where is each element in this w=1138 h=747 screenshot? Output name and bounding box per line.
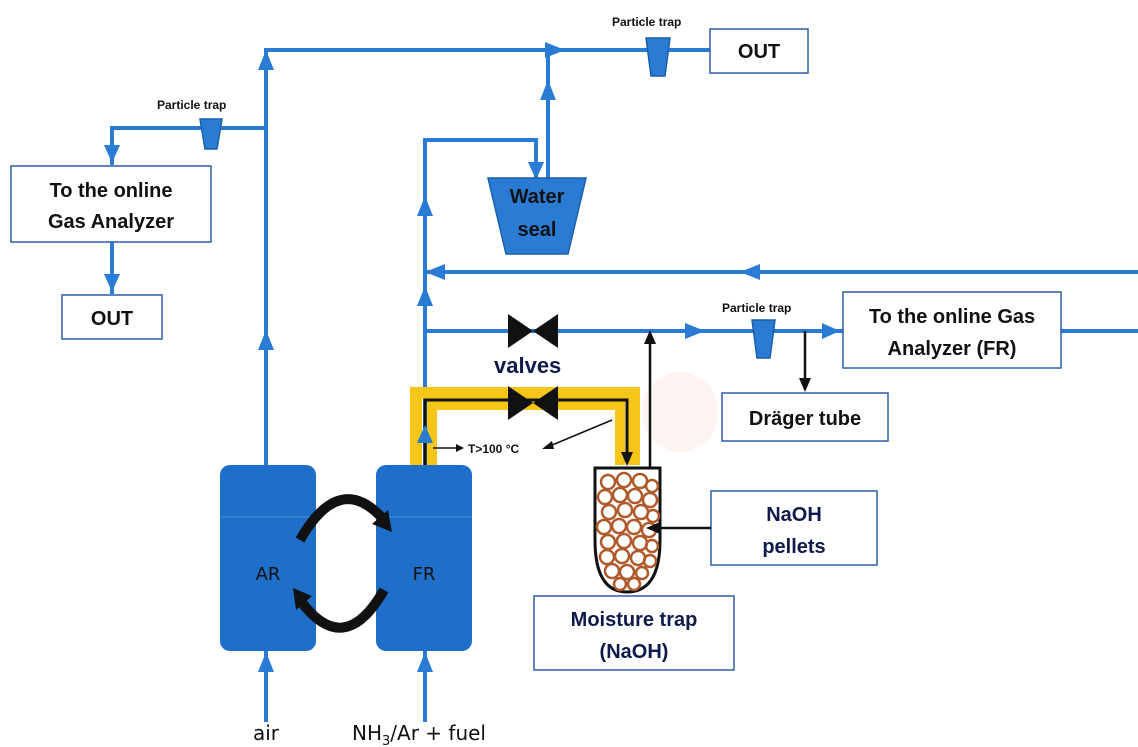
arrow-icon bbox=[104, 145, 120, 163]
moisture-trap-line1: Moisture trap bbox=[571, 609, 698, 631]
temperature-annotation: T>100 °C bbox=[433, 419, 613, 456]
gas-analyzer-left-line1: To the online bbox=[50, 180, 173, 202]
circulation-arrow-icon bbox=[295, 494, 388, 543]
naoh-pellets-line1: NaOH bbox=[766, 504, 822, 526]
arrow-icon bbox=[542, 441, 554, 449]
water-seal-line2: seal bbox=[518, 219, 557, 241]
reactor-ar-label: AR bbox=[256, 564, 281, 585]
arrow-icon bbox=[417, 425, 433, 443]
arrow-icon bbox=[740, 264, 760, 280]
valve-bottom bbox=[508, 386, 558, 420]
gas-analyzer-fr-box: To the online Gas Analyzer (FR) bbox=[842, 291, 1062, 369]
feed-fuel-label: NH3/Ar + fuel bbox=[352, 721, 486, 747]
valve-top bbox=[508, 314, 558, 348]
feed-fuel-rest: /Ar + fuel bbox=[390, 721, 486, 745]
arrow-icon bbox=[799, 378, 811, 392]
arrow-icon bbox=[545, 42, 565, 58]
arrow-icon bbox=[417, 286, 433, 306]
particle-trap-left: Particle trap bbox=[157, 98, 226, 150]
drager-pointer bbox=[799, 331, 811, 392]
valve-icon bbox=[508, 386, 533, 420]
moisture-trap-line2: (NaOH) bbox=[600, 641, 669, 663]
fuel-reactor-vessel bbox=[376, 465, 472, 651]
air-reactor-vessel bbox=[220, 465, 316, 651]
water-seal-icon bbox=[487, 177, 587, 255]
circulation-arrow-icon bbox=[295, 587, 389, 633]
water-seal-line1: Water bbox=[510, 186, 565, 208]
arrow-icon bbox=[646, 522, 660, 534]
drager-tube-label: Dräger tube bbox=[749, 408, 861, 430]
arrow-icon bbox=[621, 452, 633, 466]
reactor-fr-label: FR bbox=[413, 564, 436, 585]
feed-fuel-nh: NH bbox=[352, 721, 382, 745]
out-left-label: OUT bbox=[91, 308, 133, 330]
flow-arrows bbox=[104, 42, 840, 672]
valve-icon bbox=[533, 314, 558, 348]
out-top-label: OUT bbox=[738, 41, 780, 63]
water-seal: Water seal bbox=[487, 177, 587, 255]
fuel-reactor: FR bbox=[376, 465, 472, 651]
arrow-icon bbox=[425, 264, 445, 280]
arrow-icon bbox=[258, 330, 274, 350]
particle-trap-icon bbox=[751, 319, 776, 359]
arrow-icon bbox=[528, 162, 544, 180]
arrow-icon bbox=[372, 510, 392, 532]
air-reactor: AR bbox=[220, 465, 316, 651]
moisture-trap-box: Moisture trap (NaOH) bbox=[533, 595, 735, 671]
faint-circle bbox=[642, 372, 718, 452]
arrow-icon bbox=[293, 588, 312, 610]
circulation-arrows bbox=[293, 494, 392, 633]
particle-trap-right: Particle trap bbox=[722, 301, 791, 359]
arrow-icon bbox=[258, 652, 274, 672]
moisture-trap-vessel bbox=[593, 330, 711, 594]
particle-trap-left-label: Particle trap bbox=[157, 98, 226, 112]
out-top-box: OUT bbox=[709, 28, 809, 74]
arrow-icon bbox=[258, 50, 274, 70]
valve-icon bbox=[508, 314, 533, 348]
particle-trap-right-label: Particle trap bbox=[722, 301, 791, 315]
particle-trap-top-label: Particle trap bbox=[612, 15, 681, 29]
arrow-icon bbox=[685, 323, 705, 339]
drager-tube-box: Dräger tube bbox=[721, 392, 889, 442]
arrow-icon bbox=[417, 196, 433, 216]
gas-analyzer-left-line2: Gas Analyzer bbox=[48, 211, 174, 233]
arrow-icon bbox=[540, 80, 556, 100]
arrow-icon bbox=[456, 444, 464, 452]
naoh-pellets bbox=[595, 471, 661, 592]
gas-analyzer-left-box: To the online Gas Analyzer bbox=[10, 165, 212, 243]
valve-icon bbox=[533, 386, 558, 420]
arrow-icon bbox=[822, 323, 840, 339]
naoh-pellets-box: NaOH pellets bbox=[710, 490, 878, 566]
particle-trap-icon bbox=[645, 37, 671, 77]
feed-air-label: air bbox=[253, 721, 280, 745]
arrow-icon bbox=[104, 274, 120, 292]
gas-analyzer-fr-line2: Analyzer (FR) bbox=[888, 338, 1017, 360]
feed-fuel-sub: 3 bbox=[382, 734, 390, 747]
particle-trap-top: Particle trap bbox=[612, 15, 681, 77]
gas-analyzer-fr-line1: To the online Gas bbox=[869, 306, 1035, 328]
temperature-label: T>100 °C bbox=[468, 442, 519, 456]
naoh-pellets-line2: pellets bbox=[762, 536, 825, 558]
arrow-icon bbox=[417, 652, 433, 672]
out-left-box: OUT bbox=[61, 294, 163, 340]
particle-trap-icon bbox=[199, 118, 223, 150]
arrow-icon bbox=[644, 330, 656, 344]
valves-label: valves bbox=[494, 353, 561, 378]
